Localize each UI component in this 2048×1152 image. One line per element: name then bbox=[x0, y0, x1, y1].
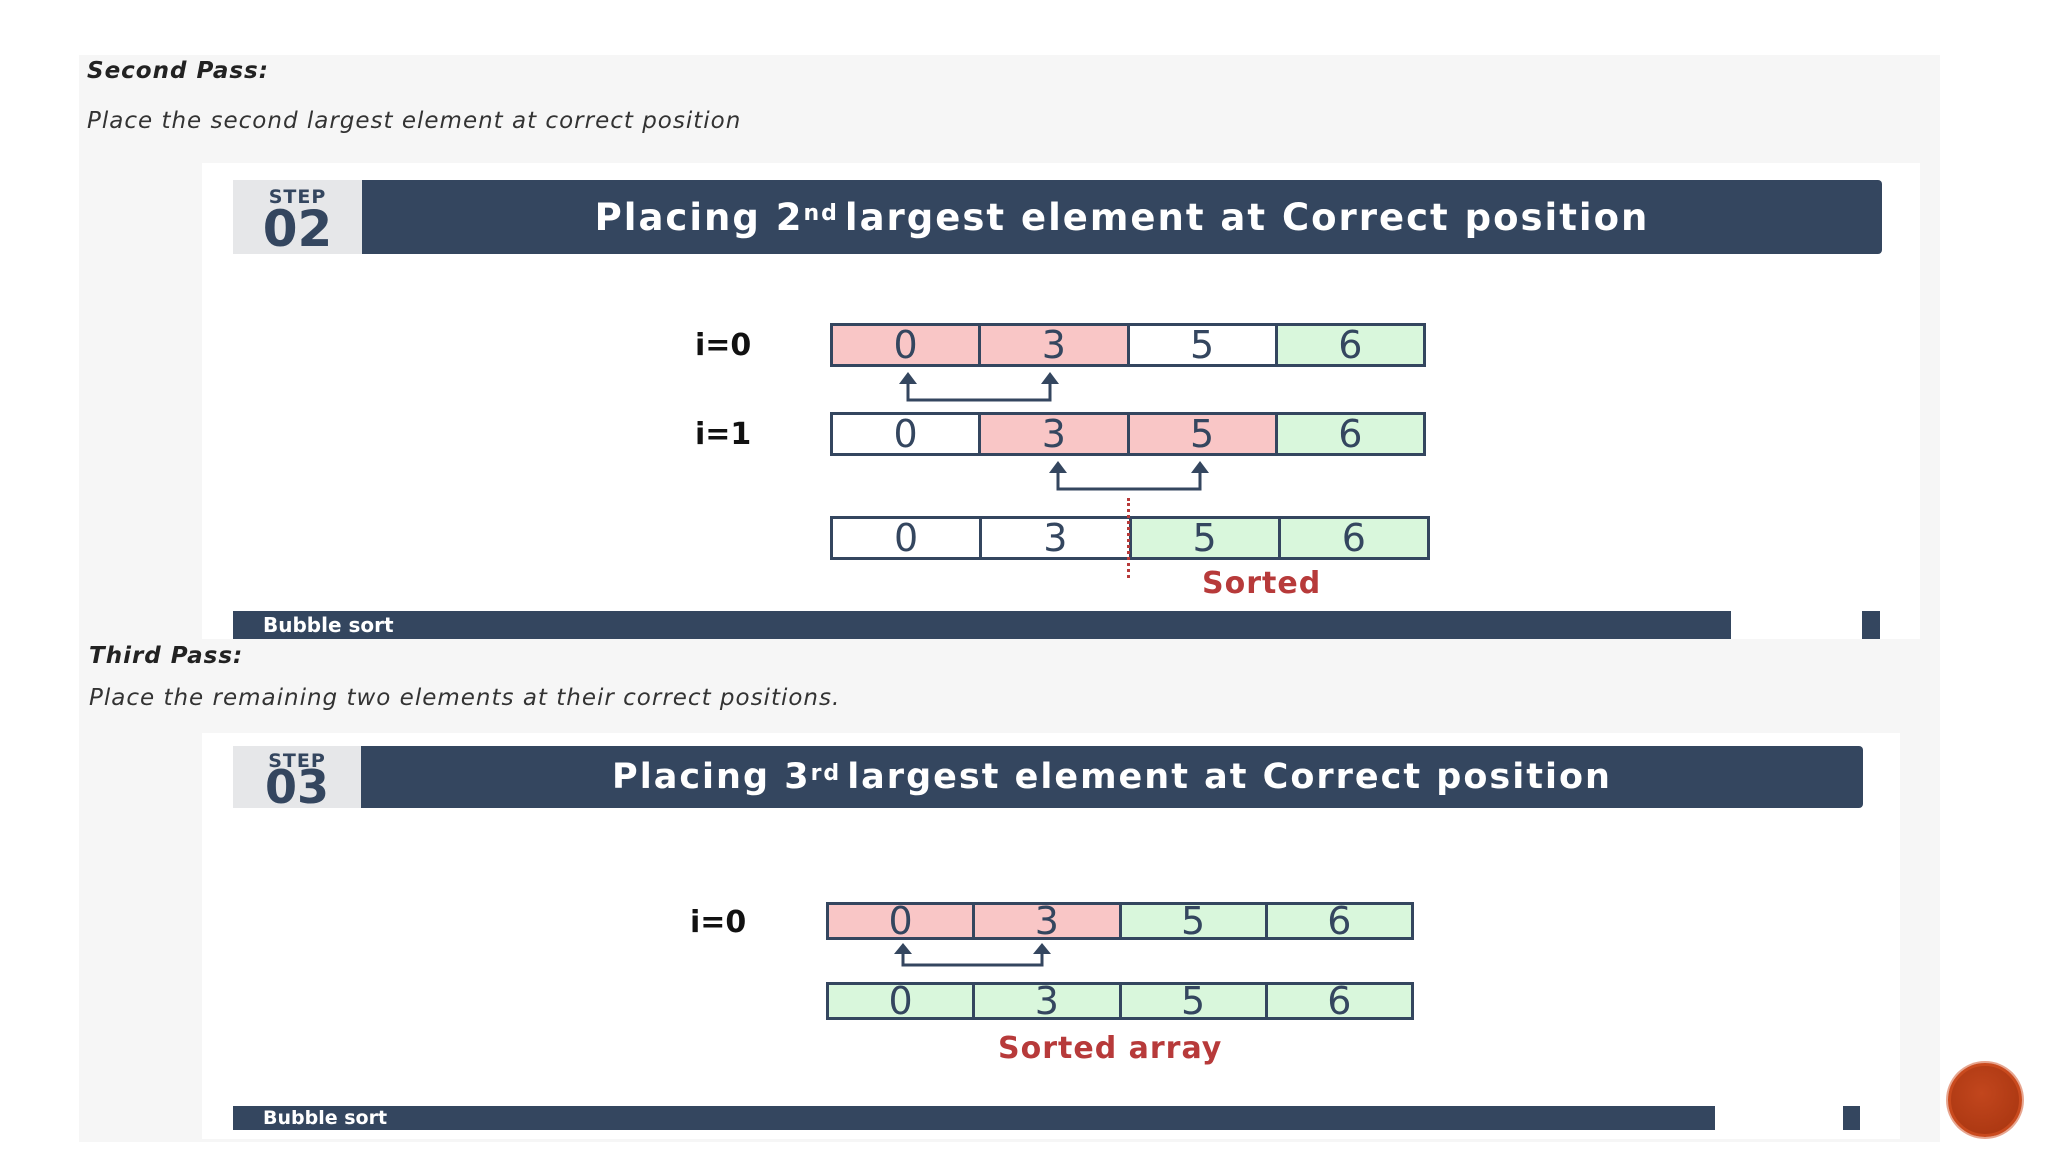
third-pass-heading: Third Pass: bbox=[89, 643, 244, 669]
array-cell: 5 bbox=[1129, 415, 1278, 453]
title-superscript: nd bbox=[803, 200, 839, 226]
second-pass-heading: Second Pass: bbox=[87, 58, 269, 84]
title-text-end: largest element at Correct position bbox=[847, 757, 1612, 797]
sorted-caption: Sorted bbox=[1202, 566, 1322, 601]
arrow-head bbox=[1033, 943, 1051, 954]
swap-arrow bbox=[906, 378, 1052, 402]
array-cell: 5 bbox=[1121, 982, 1268, 1020]
array-cell: 6 bbox=[1280, 519, 1427, 557]
row-label-i0: i=0 bbox=[690, 905, 747, 940]
array-cell: 3 bbox=[975, 902, 1122, 940]
array-cell: 6 bbox=[1277, 326, 1423, 364]
row-label-i0: i=0 bbox=[695, 328, 752, 363]
array-cell: 5 bbox=[1121, 902, 1268, 940]
array-cell: 3 bbox=[975, 982, 1122, 1020]
arrow-head bbox=[1049, 461, 1067, 473]
step-02-footer: Bubble sort bbox=[233, 611, 1731, 639]
array-row: 0 3 5 6 bbox=[826, 902, 1414, 940]
array-cell: 6 bbox=[1267, 902, 1411, 940]
footer-marker bbox=[1843, 1106, 1860, 1130]
array-row: 0 3 5 6 bbox=[830, 412, 1426, 456]
array-cell: 3 bbox=[982, 519, 1132, 557]
third-pass-description: Place the remaining two elements at thei… bbox=[89, 685, 841, 711]
step-number: 03 bbox=[264, 760, 329, 814]
slide-nav-button[interactable] bbox=[1948, 1063, 2022, 1137]
title-text-start: Placing 2 bbox=[594, 195, 804, 239]
array-cell: 5 bbox=[1131, 519, 1281, 557]
step-03-footer: Bubble sort bbox=[233, 1106, 1715, 1130]
arrow-head bbox=[894, 943, 912, 954]
step-number: 02 bbox=[262, 200, 333, 258]
array-cell: 6 bbox=[1277, 415, 1423, 453]
sorted-array-caption: Sorted array bbox=[998, 1031, 1223, 1066]
array-row: 0 3 5 6 bbox=[830, 516, 1430, 560]
step-02-badge: STEP 02 bbox=[233, 180, 362, 254]
array-cell: 0 bbox=[833, 326, 982, 364]
array-cell: 0 bbox=[833, 519, 983, 557]
array-cell: 0 bbox=[833, 415, 982, 453]
sorted-divider bbox=[1127, 498, 1130, 578]
second-pass-description: Place the second largest element at corr… bbox=[87, 108, 742, 134]
array-cell: 0 bbox=[829, 902, 976, 940]
step-03-badge: STEP 03 bbox=[233, 746, 361, 814]
title-text-start: Placing 3 bbox=[612, 757, 811, 797]
swap-arrow bbox=[901, 948, 1044, 967]
title-text-end: largest element at Correct position bbox=[844, 195, 1650, 239]
step-label: STEP bbox=[268, 750, 326, 772]
array-cell: 3 bbox=[981, 326, 1130, 364]
row-label-i1: i=1 bbox=[695, 417, 752, 452]
arrow-head bbox=[899, 372, 917, 384]
swap-arrow bbox=[1056, 467, 1202, 491]
array-cell: 3 bbox=[981, 415, 1130, 453]
array-cell: 0 bbox=[829, 982, 976, 1020]
arrow-head bbox=[1041, 372, 1059, 384]
array-cell: 5 bbox=[1129, 326, 1278, 364]
array-row: 0 3 5 6 bbox=[830, 323, 1426, 367]
array-cell: 6 bbox=[1267, 982, 1411, 1020]
title-superscript: rd bbox=[810, 760, 842, 786]
array-row: 0 3 5 6 bbox=[826, 982, 1414, 1020]
arrow-head bbox=[1191, 461, 1209, 473]
footer-marker bbox=[1862, 611, 1880, 639]
step-label: STEP bbox=[268, 186, 327, 208]
